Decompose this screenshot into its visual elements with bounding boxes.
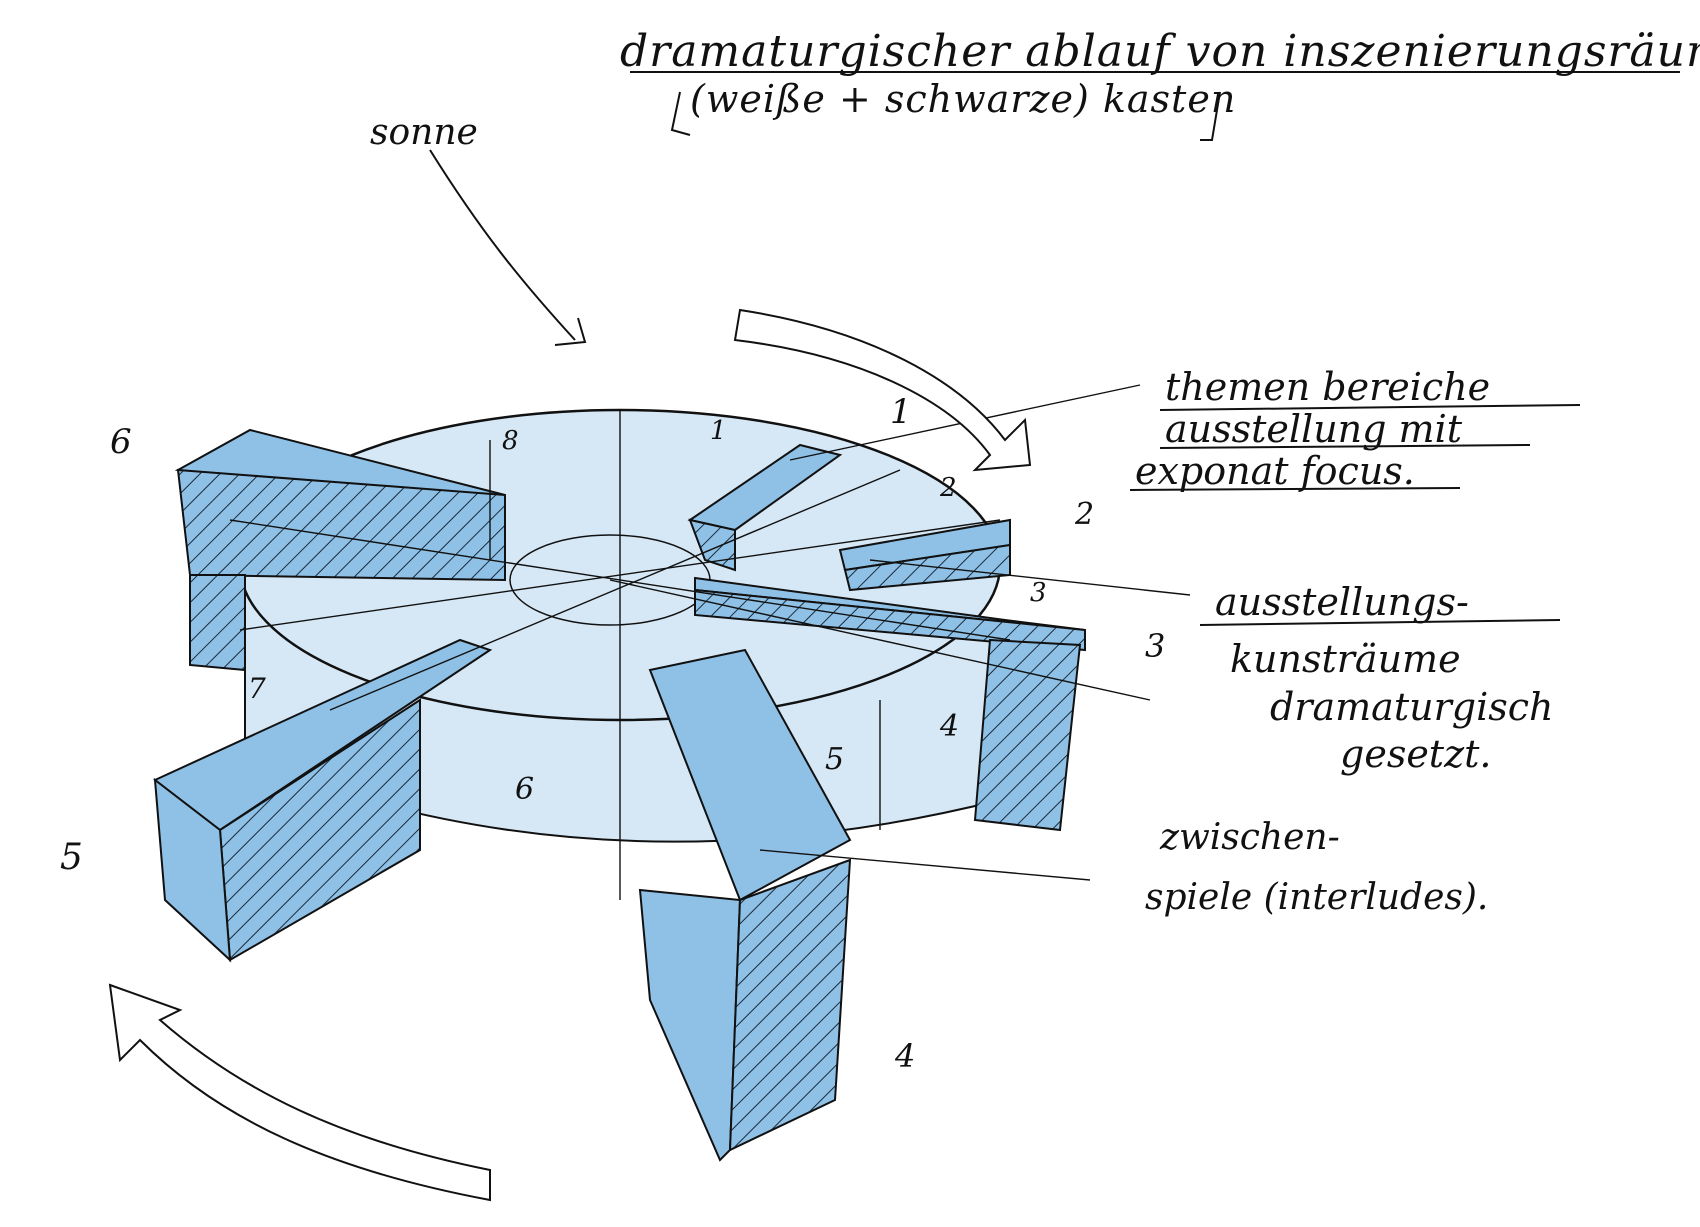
art-note-line-1: ausstellungs- [1215, 580, 1469, 624]
label-1-outer: 1 [890, 392, 912, 432]
art-note-line-4: gesetzt. [1340, 732, 1492, 776]
themes-note-line-1: themen bereiche [1165, 365, 1491, 409]
arm-5-end [153, 777, 232, 963]
themes-underline-3 [1129, 487, 1461, 491]
themes-note-line-3: exponat focus. [1135, 449, 1415, 493]
arm-4-leg [638, 888, 742, 1162]
sketch-title-line-2: (weiße + schwarze) kasten [690, 77, 1237, 121]
themes-note-line-2: ausstellung mit [1165, 407, 1463, 451]
arm-4-side [728, 858, 852, 1152]
label-3-inner: 3 [1030, 578, 1047, 608]
themes-underline-1 [1159, 404, 1581, 411]
label-5-inner: 5 [825, 742, 845, 777]
label-1-inner: 1 [710, 416, 727, 446]
art-underline [1199, 619, 1561, 626]
label-7: 7 [248, 672, 266, 705]
themes-underline-2 [1159, 444, 1531, 449]
sun-arrowhead [554, 317, 587, 346]
sketch-title-line-1: dramaturgischer ablauf von inszenierungs… [620, 26, 1700, 77]
rotation-arrow-bottom [108, 983, 491, 1202]
arm-3-front [694, 588, 1086, 652]
label-2-outer: 2 [1075, 497, 1095, 532]
label-6-outer: 6 [110, 422, 132, 462]
interlude-note-line-1: zwischen- [1160, 817, 1340, 858]
sun-arrow [429, 149, 576, 341]
construction-lines [229, 384, 1191, 900]
art-note-line-2: kunsträume [1230, 637, 1461, 681]
label-5-outer: 5 [60, 837, 83, 878]
title-bracket [670, 91, 1221, 141]
label-3-outer: 3 [1145, 627, 1166, 665]
label-4-inner: 4 [940, 709, 960, 744]
arm-4-face [648, 648, 852, 902]
label-8: 8 [502, 426, 519, 456]
arm-1-front [688, 518, 736, 572]
arm-3-end [973, 638, 1082, 832]
sun-label: sonne [370, 112, 478, 153]
label-6-inner: 6 [515, 772, 535, 807]
arm-8-front [176, 468, 506, 582]
rotation-arrow-top [733, 308, 1032, 472]
art-note-line-3: dramaturgisch [1270, 685, 1554, 729]
arm-8-end [189, 574, 246, 672]
interlude-note-line-2: spiele (interludes). [1145, 877, 1489, 918]
label-4-outer: 4 [895, 1037, 916, 1075]
label-2-inner: 2 [940, 473, 957, 503]
